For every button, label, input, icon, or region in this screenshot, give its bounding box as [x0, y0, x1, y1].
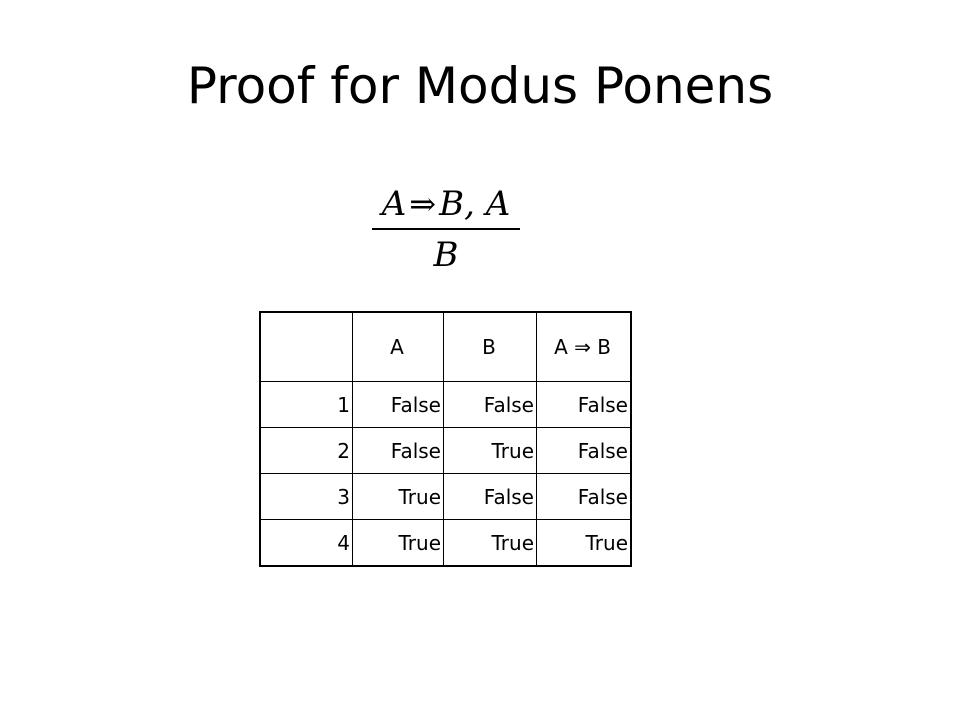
- implication-value-cell: False: [536, 427, 632, 474]
- rule-premises: A⇒B, A: [372, 182, 520, 226]
- a-value-cell: False: [352, 427, 444, 474]
- truth-table: A B A ⇒ B 1 False False False 2 False Tr…: [259, 311, 632, 567]
- b-value-cell: False: [443, 381, 537, 428]
- inference-line: [372, 228, 520, 230]
- table-row: 1 False False False: [259, 381, 632, 428]
- header-cell-a-implies-b: A ⇒ B: [536, 311, 632, 382]
- b-value-cell: True: [443, 519, 537, 567]
- a-value-cell: True: [352, 473, 444, 520]
- implication-value-cell: False: [536, 473, 632, 520]
- row-index-cell: 1: [259, 381, 353, 428]
- header-cell-b: B: [443, 311, 537, 382]
- b-value-cell: True: [443, 427, 537, 474]
- b-value-cell: False: [443, 473, 537, 520]
- header-row: A B A ⇒ B: [259, 311, 632, 382]
- header-cell-a: A: [352, 311, 444, 382]
- implication-value-cell: False: [536, 381, 632, 428]
- implies-symbol: ⇒: [409, 185, 437, 223]
- header-cell-index: [259, 311, 353, 382]
- rule-conclusion: B: [433, 235, 459, 275]
- slide-title: Proof for Modus Ponens: [186, 57, 774, 115]
- premise-left: A: [381, 184, 407, 224]
- implication-value-cell: True: [536, 519, 632, 567]
- row-index-cell: 4: [259, 519, 353, 567]
- table-row: 4 True True True: [259, 519, 632, 567]
- row-index-cell: 3: [259, 473, 353, 520]
- a-value-cell: True: [352, 519, 444, 567]
- a-value-cell: False: [352, 381, 444, 428]
- table-row: 2 False True False: [259, 427, 632, 474]
- row-index-cell: 2: [259, 427, 353, 474]
- premise-right: B, A: [439, 184, 511, 224]
- table-row: 3 True False False: [259, 473, 632, 520]
- inference-rule: A⇒B, A B: [372, 182, 520, 276]
